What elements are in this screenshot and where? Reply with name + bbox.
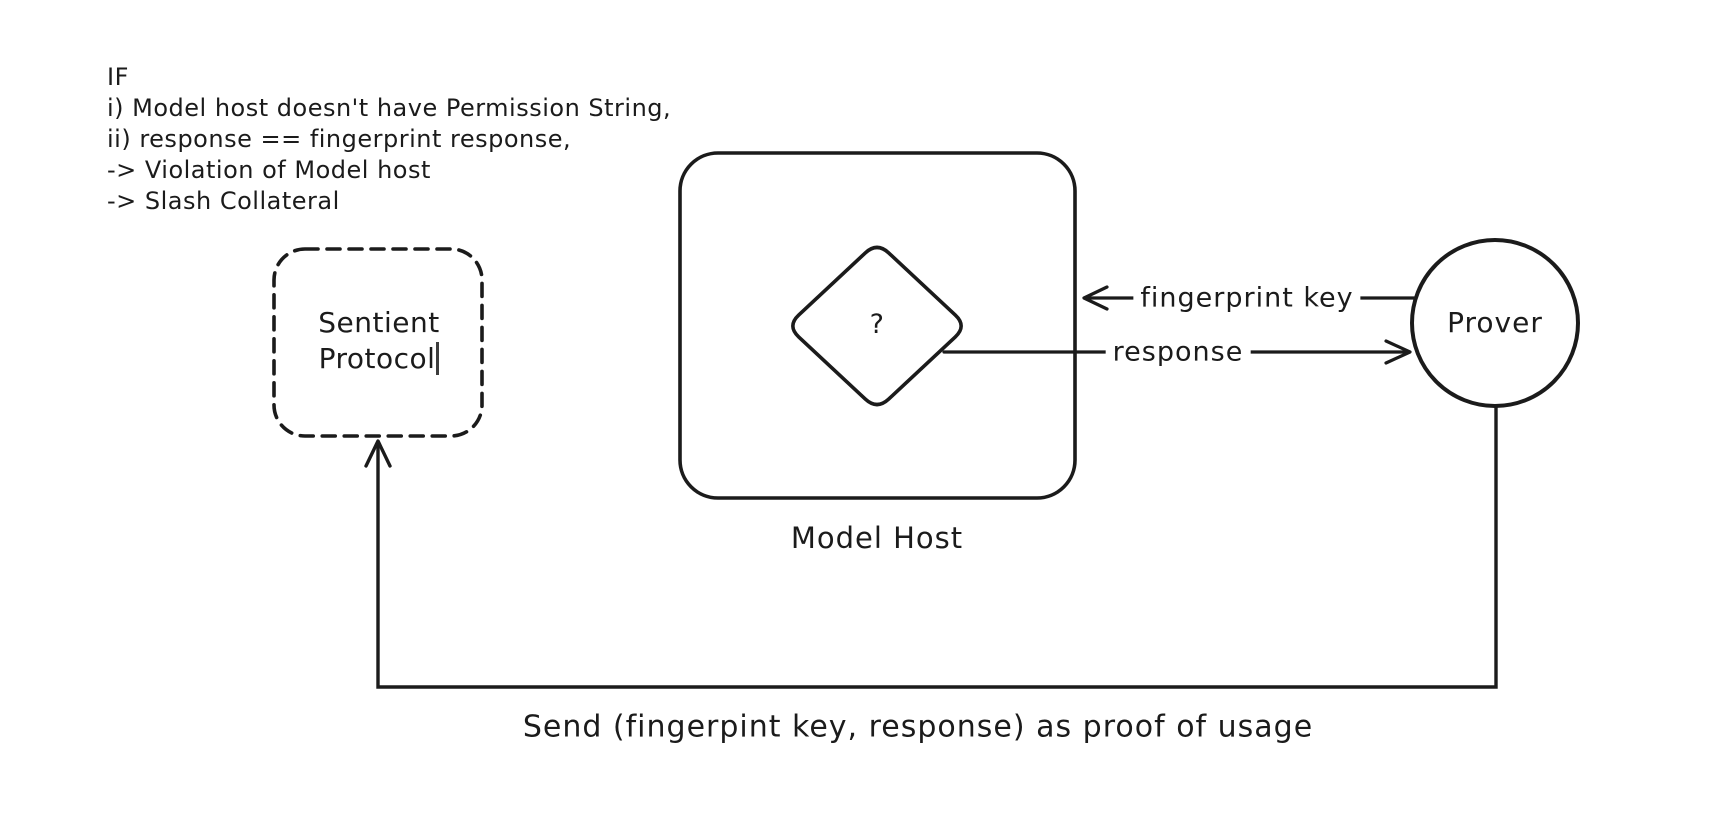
response-arrow-label: response	[1105, 336, 1251, 368]
sentient-protocol-label[interactable]: Sentient Protocol	[296, 305, 462, 377]
fingerprint-key-arrowhead	[1082, 285, 1109, 311]
proof-of-usage-caption[interactable]: Send (fingerpint key, response) as proof…	[522, 709, 1314, 745]
text-cursor	[436, 342, 440, 375]
fingerprint-key-arrow-label: fingerprint key	[1133, 282, 1361, 314]
model-host-box[interactable]	[678, 151, 1077, 500]
sentient-protocol-box[interactable]	[272, 247, 484, 438]
decision-diamond[interactable]	[791, 245, 963, 407]
decision-diamond-label: ?	[869, 308, 885, 340]
sentient-protocol-label-text: Sentient Protocol	[318, 306, 440, 375]
response-arrowhead	[1384, 339, 1412, 365]
note-line-violation: -> Violation of Model host	[107, 156, 431, 184]
note-line-i: i) Model host doesn't have Permission St…	[107, 94, 672, 122]
proof-of-usage-arrowhead	[364, 439, 392, 468]
note-line-ii: ii) response == fingerprint response,	[107, 125, 572, 153]
proof-of-usage-arrow[interactable]	[364, 404, 1498, 689]
note-line-if: IF	[107, 63, 129, 91]
prover-label: Prover	[1447, 305, 1543, 339]
condition-note[interactable]: IF i) Model host doesn't have Permission…	[107, 62, 671, 217]
model-host-label: Model Host	[790, 521, 964, 555]
note-line-slash: -> Slash Collateral	[107, 187, 340, 215]
